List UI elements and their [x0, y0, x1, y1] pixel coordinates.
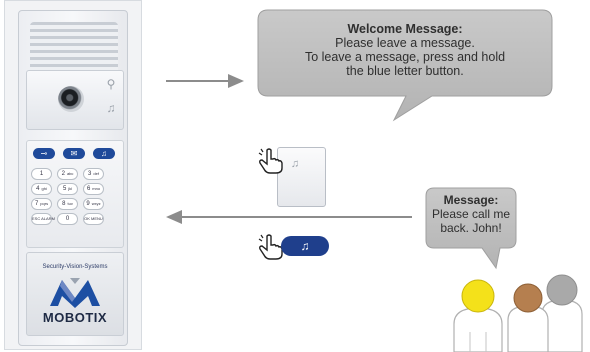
keypad-key-letters: OK MENU — [84, 216, 103, 221]
key-icon[interactable]: ⊸ — [33, 148, 55, 159]
person-gray — [541, 274, 583, 352]
welcome-line: Please leave a message. — [335, 36, 475, 50]
brand-name: MOBOTIX — [42, 310, 108, 325]
person-yellow — [453, 279, 503, 352]
keypad-key[interactable]: OK MENU — [83, 213, 104, 225]
visitor-message-title: Message: — [443, 193, 499, 207]
visitor-message: Message: Please call me back. John! — [428, 193, 514, 235]
visitors-group — [453, 274, 583, 352]
keypad-key-letters: jkl — [68, 186, 73, 191]
welcome-message: Welcome Message: Please leave a message.… — [262, 22, 548, 78]
keypad-key-letters: pqrs — [40, 201, 49, 206]
mobotix-logo-icon — [50, 278, 100, 308]
envelope-icon[interactable]: ✉ — [63, 148, 85, 159]
welcome-title: Welcome Message: — [347, 22, 463, 36]
arrow-left — [166, 210, 412, 224]
welcome-speech-bubble — [257, 9, 553, 122]
logo-module — [26, 252, 124, 336]
arrow-right — [166, 74, 244, 88]
visitor-message-line: Please call me — [431, 207, 511, 221]
keypad-key-letters: ghi — [41, 186, 47, 191]
hand-pointer-icon — [258, 148, 283, 174]
keypad-key[interactable]: 0 — [57, 213, 78, 225]
keypad-key-letters: abc — [66, 171, 74, 176]
bell-outline-icon: ♫ — [106, 101, 116, 115]
keypad-key[interactable]: ESC ALARM — [31, 213, 55, 225]
person-brown — [507, 283, 549, 352]
keypad-key-letters: ESC ALARM — [32, 216, 55, 221]
mini-door-panel — [277, 147, 326, 207]
welcome-line: To leave a message, press and hold — [304, 50, 506, 64]
keypad-key-letters: tuv — [67, 201, 73, 206]
brand-tagline: Security-Vision-Systems — [42, 264, 108, 270]
lock-icon: ⚲ — [106, 77, 116, 91]
camera-lens-icon — [58, 86, 84, 112]
keypad-key-letters: wxyz — [91, 201, 101, 206]
keypad-key[interactable]: 1 — [31, 168, 52, 180]
bell-button[interactable]: ♫ — [281, 236, 329, 256]
bell-outline-icon: ♫ — [290, 158, 300, 170]
keypad-key-letters: def — [93, 171, 99, 176]
bell-icon[interactable]: ♫ — [93, 148, 115, 159]
visitor-message-line: back. John! — [440, 221, 502, 235]
welcome-line: the blue letter button. — [346, 64, 464, 78]
visitor-speech-bubble — [425, 187, 517, 270]
keypad-key-letters: mno — [92, 186, 101, 191]
